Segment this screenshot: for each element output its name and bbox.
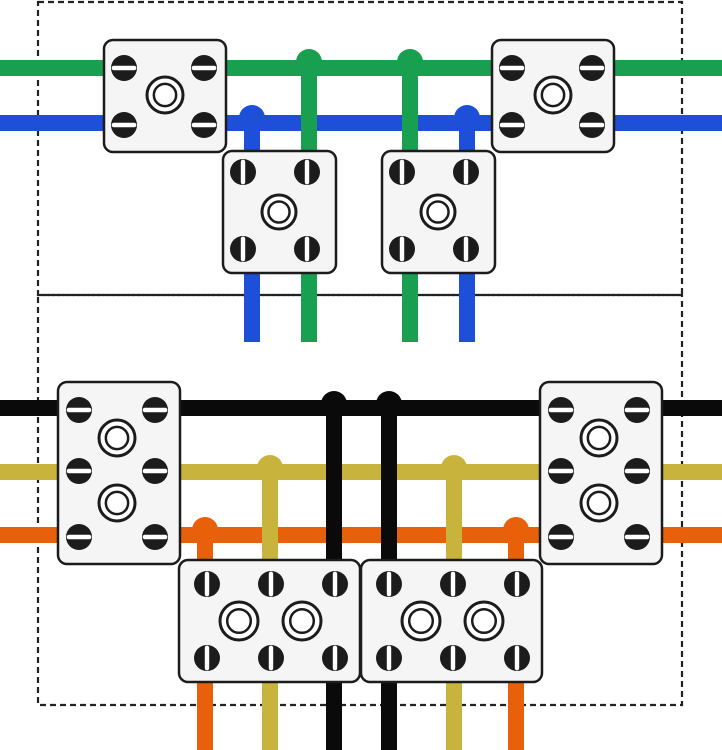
screw-terminal-icon <box>376 571 402 597</box>
mounting-hole-icon <box>579 418 619 458</box>
screw-terminal-icon <box>230 159 256 185</box>
screw-terminal-icon <box>579 55 605 81</box>
screw-terminal-icon <box>191 112 217 138</box>
screw-terminal-icon <box>579 112 605 138</box>
lower-junction-dots <box>192 391 529 543</box>
mounting-hole-icon <box>218 600 260 642</box>
screw-terminal-icon <box>258 571 284 597</box>
mounting-hole-icon <box>97 418 137 458</box>
screw-terminal-icon <box>142 458 168 484</box>
screw-terminal-icon <box>440 571 466 597</box>
wire-junction-dot-icon <box>454 105 480 131</box>
wire-junction-dot-icon <box>296 49 322 75</box>
screw-terminal-icon <box>142 524 168 550</box>
screw-terminal-icon <box>294 159 320 185</box>
screw-terminal-icon <box>499 55 525 81</box>
mounting-hole-icon <box>533 75 573 115</box>
terminal-block-body <box>538 380 664 566</box>
screw-terminal-icon <box>111 55 137 81</box>
screw-terminal-icon <box>440 645 466 671</box>
wire-junction-dot-icon <box>397 49 423 75</box>
upper-center-right-terminal-block <box>380 149 497 275</box>
lower-enclosure-frame <box>36 293 684 707</box>
wire-junction-dot-icon <box>321 391 347 417</box>
screw-terminal-icon <box>389 236 415 262</box>
screw-terminal-icon <box>624 458 650 484</box>
mounting-hole-icon <box>97 483 137 523</box>
upper-left-terminal-block <box>102 38 228 154</box>
lower-left-terminal-block <box>56 380 182 566</box>
screw-terminal-icon <box>504 645 530 671</box>
wire-junction-dot-icon <box>441 455 467 481</box>
wire-junction-dot-icon <box>503 517 529 543</box>
screw-terminal-icon <box>294 236 320 262</box>
mounting-hole-icon <box>145 75 185 115</box>
screw-terminal-icon <box>548 397 574 423</box>
terminal-block-body <box>359 558 544 684</box>
screw-terminal-icon <box>66 524 92 550</box>
screw-terminal-icon <box>624 524 650 550</box>
screw-terminal-icon <box>194 645 220 671</box>
screw-terminal-icon <box>194 571 220 597</box>
screw-terminal-icon <box>548 524 574 550</box>
screw-terminal-icon <box>322 571 348 597</box>
screw-terminal-icon <box>504 571 530 597</box>
screw-terminal-icon <box>548 458 574 484</box>
mounting-hole-icon <box>579 483 619 523</box>
lower-center-right-terminal-block <box>359 558 544 684</box>
wire-junction-dot-icon <box>192 517 218 543</box>
terminal-blocks <box>56 38 664 684</box>
mounting-hole-icon <box>463 600 505 642</box>
screw-terminal-icon <box>322 645 348 671</box>
mounting-hole-icon <box>260 193 298 231</box>
lower-center-left-terminal-block <box>177 558 362 684</box>
mounting-hole-icon <box>400 600 442 642</box>
upper-center-left-terminal-block <box>221 149 338 275</box>
wire-junction-dot-icon <box>239 105 265 131</box>
screw-terminal-icon <box>499 112 525 138</box>
screw-terminal-icon <box>66 397 92 423</box>
upper-right-terminal-block <box>490 38 616 154</box>
mounting-hole-icon <box>281 600 323 642</box>
screw-terminal-icon <box>191 55 217 81</box>
screw-terminal-icon <box>453 159 479 185</box>
screw-terminal-icon <box>376 645 402 671</box>
wire-junction-dot-icon <box>376 391 402 417</box>
screw-terminal-icon <box>111 112 137 138</box>
upper-enclosure-frame <box>36 0 684 297</box>
screw-terminal-icon <box>389 159 415 185</box>
screw-terminal-icon <box>258 645 284 671</box>
terminal-block-body <box>56 380 182 566</box>
screw-terminal-icon <box>624 397 650 423</box>
screw-terminal-icon <box>453 236 479 262</box>
screw-terminal-icon <box>142 397 168 423</box>
lower-right-terminal-block <box>538 380 664 566</box>
upper-junction-dots <box>239 49 480 131</box>
screw-terminal-icon <box>66 458 92 484</box>
screw-terminal-icon <box>230 236 256 262</box>
wire-junction-dot-icon <box>257 455 283 481</box>
mounting-hole-icon <box>419 193 457 231</box>
